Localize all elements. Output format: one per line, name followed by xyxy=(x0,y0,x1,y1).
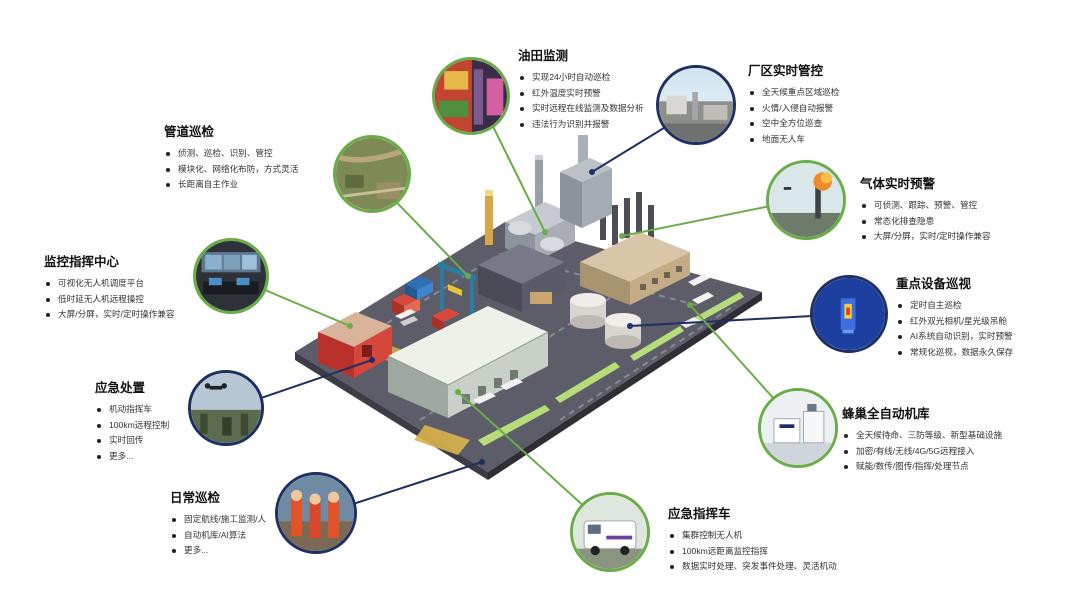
factory-title: 厂区实时管控 xyxy=(748,64,824,78)
oilfield-item: 实现24小时自动巡检 xyxy=(518,70,644,86)
monitor-item: 大屏/分屏，实时/定时操作兼容 xyxy=(44,307,175,323)
vehicle-title: 应急指挥车 xyxy=(668,507,731,521)
gas-item: 可侦测、跟踪、预警、管控 xyxy=(860,198,991,214)
red-building xyxy=(318,312,392,378)
emergency-item: 实时回传 xyxy=(95,433,169,449)
oilfield-item: 红外温度实时预警 xyxy=(518,86,644,102)
daily-item: 固定航线/施工监测/人 xyxy=(170,512,278,528)
pipeline-item: 模块化、网络化布防，方式灵活 xyxy=(164,162,298,178)
oilfield-item: 违法行为识别并报警 xyxy=(518,117,644,133)
emergency-item: 100km远程控制 xyxy=(95,418,169,434)
gas-title: 气体实时预警 xyxy=(860,177,936,191)
pipeline-aerial-photo-icon xyxy=(333,135,411,213)
dark-warehouse xyxy=(478,244,565,312)
equipment-panel: 重点设备巡视 定时自主巡检 红外双光相机/星光级吊舱 AI系统自动识别，实时预警… xyxy=(896,273,1013,360)
drone-hangar-photo-icon xyxy=(758,388,838,468)
monitor-item: 可视化无人机调度平台 xyxy=(44,276,175,292)
factory-aerial-photo-icon xyxy=(656,65,736,145)
daily-title: 日常巡检 xyxy=(170,491,221,505)
command-van-photo-icon xyxy=(570,492,650,572)
monitor-title: 监控指挥中心 xyxy=(44,255,120,269)
trucks xyxy=(395,274,714,404)
factory-panel: 厂区实时管控 全天候重点区域巡检 火情/入侵自动报警 空中全方位巡查 地面无人车 xyxy=(748,60,839,147)
storage-tanks xyxy=(570,293,641,349)
gas-flare-photo-icon xyxy=(766,160,846,240)
pipeline-item: 长距离自主作业 xyxy=(164,177,298,193)
thermal-image-photo-icon xyxy=(810,275,888,353)
daily-item: 自动机库/AI算法 xyxy=(170,528,278,544)
green-strips xyxy=(478,292,744,446)
monitor-panel: 监控指挥中心 可视化无人机调度平台 低时延无人机远程操控 大屏/分屏，实时/定时… xyxy=(44,251,175,323)
pipeline-item: 侦测、巡检、识别、管控 xyxy=(164,146,298,162)
pipeline-panel: 管道巡检 侦测、巡检、识别、管控 模块化、网络化布防，方式灵活 长距离自主作业 xyxy=(164,121,298,193)
emergency-item: 机动指挥车 xyxy=(95,402,169,418)
gas-item: 大屏/分屏，实时/定时操作兼容 xyxy=(860,229,991,245)
hive-panel: 蜂巢全自动机库 全天候待命、三防等级、新型基础设施 加密/有线/无线/4G/5G… xyxy=(842,403,1002,475)
emergency-item: 更多... xyxy=(95,449,169,465)
hive-title: 蜂巢全自动机库 xyxy=(842,407,930,421)
gas-panel: 气体实时预警 可侦测、跟踪、预警、管控 常态化排查隐患 大屏/分屏，实时/定时操… xyxy=(860,173,991,245)
emergency-panel: 应急处置 机动指挥车 100km远程控制 实时回传 更多... xyxy=(95,377,169,464)
equipment-item: AI系统自动识别，实时预警 xyxy=(896,329,1013,345)
vehicle-item: 100km远距离监控指挥 xyxy=(668,544,837,560)
monitor-item: 低时延无人机远程操控 xyxy=(44,292,175,308)
oilfield-title: 油田监测 xyxy=(518,49,569,63)
vehicle-item: 数据实时处理、突发事件处理、灵活机动 xyxy=(668,559,837,575)
vehicle-panel: 应急指挥车 集群控制无人机 100km远距离监控指挥 数据实时处理、突发事件处理… xyxy=(668,503,837,575)
oilfield-photo-icon xyxy=(432,57,510,135)
emergency-drone-photo-icon xyxy=(188,370,264,446)
workers-inspection-photo-icon xyxy=(275,472,357,554)
pipeline-title: 管道巡检 xyxy=(164,125,215,139)
daily-panel: 日常巡检 固定航线/施工监测/人 自动机库/AI算法 更多... xyxy=(170,487,278,559)
factory-item: 地面无人车 xyxy=(748,132,839,148)
equipment-item: 红外双光相机/星光级吊舱 xyxy=(896,314,1013,330)
gas-item: 常态化排查隐患 xyxy=(860,214,991,230)
daily-item: 更多... xyxy=(170,543,278,559)
factory-item: 空中全方位巡查 xyxy=(748,116,839,132)
factory-item: 火情/入侵自动报警 xyxy=(748,101,839,117)
hive-item: 加密/有线/无线/4G/5G远程接入 xyxy=(842,444,1002,460)
connector-dots xyxy=(347,169,693,465)
oilfield-panel: 油田监测 实现24小时自动巡检 红外温度实时预警 实时远程在线监测及数据分析 违… xyxy=(518,45,644,132)
equipment-title: 重点设备巡视 xyxy=(896,277,972,291)
emergency-title: 应急处置 xyxy=(95,381,146,395)
equipment-item: 定时自主巡检 xyxy=(896,298,1013,314)
beige-building xyxy=(580,232,690,305)
hive-item: 赋能/数传/图传/指挥/处理节点 xyxy=(842,459,1002,475)
oilfield-item: 实时远程在线监测及数据分析 xyxy=(518,101,644,117)
factory-item: 全天候重点区域巡检 xyxy=(748,85,839,101)
vehicle-item: 集群控制无人机 xyxy=(668,528,837,544)
control-room-photo-icon xyxy=(193,238,269,314)
equipment-item: 常规化巡视，数据永久保存 xyxy=(896,345,1013,361)
hive-item: 全天候待命、三防等级、新型基础设施 xyxy=(842,428,1002,444)
refinery-block xyxy=(505,158,612,262)
